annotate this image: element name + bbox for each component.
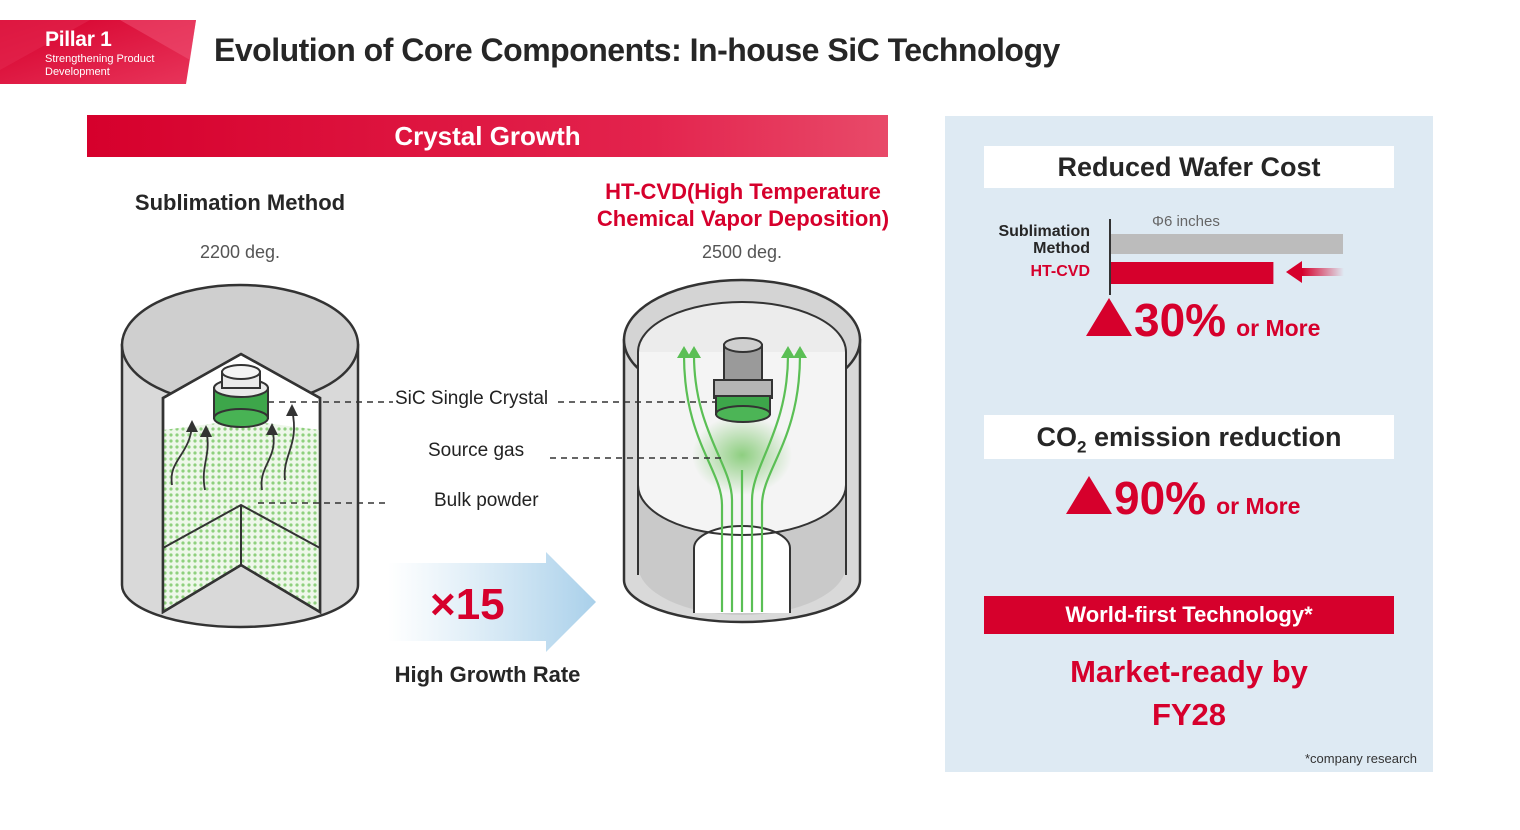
bar-sublimation [1111,234,1343,254]
triangle-up-icon [1086,298,1132,336]
cost-reduction-value: 30% [1134,294,1227,346]
co2-reduction-value: 90% [1114,472,1207,524]
sublimation-temperature: 2200 deg. [199,242,281,262]
htcvd-method-title: HT-CVD(High Temperature Chemical Vapor D… [560,178,926,232]
bar-label-sublimation: Sublimation Method [998,223,1090,257]
pillar-tag-shape [0,20,196,84]
co2-reduction-title: CO2 emission reduction [984,415,1394,459]
page-title: Evolution of Core Components: In-house S… [214,32,1060,68]
htcvd-title-line1: HT-CVD(High Temperature [605,179,881,204]
market-ready-line1: Market-ready by [1070,654,1308,689]
high-growth-rate-label: High Growth Rate [394,662,581,687]
triangle-up-icon [1066,476,1112,514]
growth-multiplier: ×15 [430,580,505,629]
wafer-cost-chart [1109,219,1344,295]
pillar-subtitle: Strengthening Product Development [45,53,155,78]
htcvd-temperature: 2500 deg. [701,242,783,262]
right-leader-lines [550,401,722,459]
htcvd-reactor [622,278,862,624]
htcvd-title-line2: Chemical Vapor Deposition) [596,206,890,231]
co2-title-suffix: emission reduction [1086,422,1342,452]
wafer-size-label: Φ6 inches [1152,213,1220,230]
sic-single-crystal-label: SiC Single Crystal [393,388,551,410]
cost-reduction-stat: 30% or More [1086,293,1320,347]
source-gas-label: Source gas [426,440,527,462]
market-ready-text: Market-ready by FY28 [984,650,1394,736]
cost-reduction-suffix: or More [1236,315,1321,341]
co2-reduction-stat: 90% or More [1066,471,1300,525]
crystal-growth-banner: Crystal Growth [87,115,888,157]
co2-title-subscript: 2 [1076,437,1087,457]
world-first-banner: World-first Technology* [984,596,1394,634]
reduced-wafer-cost-title: Reduced Wafer Cost [984,146,1394,188]
left-arrow-icon [1286,261,1344,283]
growth-arrow-icon [388,552,596,652]
bar-htcvd [1111,262,1274,284]
sublimation-method-title: Sublimation Method [134,190,346,215]
co2-reduction-suffix: or More [1216,493,1301,519]
footnote: *company research [1305,751,1417,766]
co2-title-prefix: CO [1036,422,1077,452]
market-ready-line2: FY28 [1151,697,1227,732]
bar-label-htcvd: HT-CVD [1030,263,1090,280]
sublimation-reactor [120,283,360,629]
bulk-powder-label: Bulk powder [432,490,541,512]
pillar-tag [0,20,196,84]
pillar-title: Pillar 1 [45,28,112,51]
